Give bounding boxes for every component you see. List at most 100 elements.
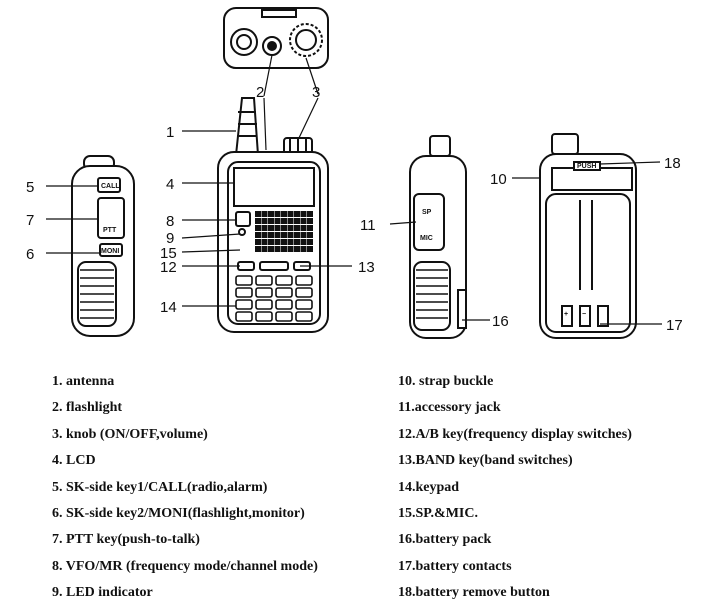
grille-hole [287,246,294,252]
keypad-key [275,287,293,298]
grille-hole [261,239,268,245]
left-grip-ribs [80,269,114,319]
grille-hole [255,225,261,231]
callout-4: 4 [166,176,174,193]
push-button-label: PUSH [577,163,596,170]
grille-hole [300,232,307,238]
grille-hole [261,246,268,252]
callout-11: 11 [360,217,376,234]
grille-hole [300,211,307,217]
grille-hole [255,246,261,252]
right-side-view [409,135,467,339]
grille-hole [307,218,313,224]
keypad-key [275,299,293,310]
keypad-key [295,275,313,286]
legend-item-18: 18.battery remove button [398,585,550,600]
keypad-key [255,287,273,298]
callout-7: 7 [26,212,34,229]
callout-15: 15 [160,245,177,262]
front-speaker-grille [255,211,313,252]
keypad-key [235,299,253,310]
grille-hole [274,239,281,245]
legend-item-3: 3. knob (ON/OFF,volume) [52,427,208,442]
keypad-key [255,299,273,310]
legend-item-10: 10. strap buckle [398,374,494,389]
call-key-label: CALL [101,183,120,190]
grille-hole [300,246,307,252]
grille-hole [307,225,313,231]
legend-item-14: 14.keypad [398,480,460,495]
legend-item-7: 7. PTT key(push-to-talk) [52,532,200,547]
callout-10: 10 [490,171,507,188]
legend-item-4: 4. LCD [52,453,96,468]
keypad-key [235,287,253,298]
legend-item-9: 9. LED indicator [52,585,153,600]
legend-item-6: 6. SK-side key2/MONI(flashlight,monitor) [52,506,305,521]
keypad-key [295,287,313,298]
grille-hole [300,218,307,224]
grille-hole [268,246,274,252]
grille-hole [268,225,274,231]
keypad-key [295,299,313,310]
grille-hole [294,232,300,238]
grille-hole [300,239,307,245]
contact-plus-label: + [564,311,568,318]
radio-diagram: CALL PTT MONI SP MIC PUSH + − 1 2 3 4 5 … [26,7,683,339]
keypad-key [295,311,313,322]
grille-hole [307,246,313,252]
legend-item-5: 5. SK-side key1/CALL(radio,alarm) [52,480,268,495]
callout-14: 14 [160,299,177,316]
grille-hole [281,225,287,231]
grille-hole [281,232,287,238]
grille-hole [261,218,268,224]
callout-9: 9 [166,230,174,247]
grille-hole [281,246,287,252]
contact-minus-label: − [582,311,586,318]
grille-hole [307,211,313,217]
keypad-key [235,311,253,322]
legend-item-2: 2. flashlight [52,400,123,415]
front-keypad [235,275,313,322]
callout-18: 18 [664,155,681,172]
grille-hole [274,246,281,252]
grille-hole [287,218,294,224]
callout-5: 5 [26,179,34,196]
callout-6: 6 [26,246,34,263]
grille-hole [274,218,281,224]
callout-13: 13 [358,259,375,276]
legend-item-12: 12.A/B key(frequency display switches) [398,427,632,442]
keypad-key [235,275,253,286]
callout-3: 3 [312,84,320,101]
callout-1: 1 [166,124,174,141]
grille-hole [255,218,261,224]
callout-16: 16 [492,313,509,330]
right-grip-ribs [416,269,448,319]
back-view [539,133,637,339]
grille-hole [300,225,307,231]
leader-lines [46,54,662,325]
legend-item-17: 17.battery contacts [398,559,512,574]
grille-hole [268,232,274,238]
grille-hole [261,232,268,238]
legend-item-11: 11.accessory jack [398,400,501,415]
callout-2: 2 [256,84,264,101]
grille-hole [287,211,294,217]
grille-hole [294,218,300,224]
ptt-key-label: PTT [103,227,117,234]
keypad-key [255,275,273,286]
grille-hole [307,239,313,245]
callout-12: 12 [160,259,177,276]
grille-hole [287,239,294,245]
grille-hole [274,225,281,231]
grille-hole [294,239,300,245]
legend-item-13: 13.BAND key(band switches) [398,453,573,468]
mic-jack-label: MIC [420,235,433,242]
grille-hole [274,211,281,217]
top-view [223,7,329,69]
grille-hole [255,211,261,217]
legend-item-15: 15.SP.&MIC. [398,506,478,521]
grille-hole [287,225,294,231]
grille-hole [294,246,300,252]
grille-hole [281,211,287,217]
grille-hole [261,211,268,217]
